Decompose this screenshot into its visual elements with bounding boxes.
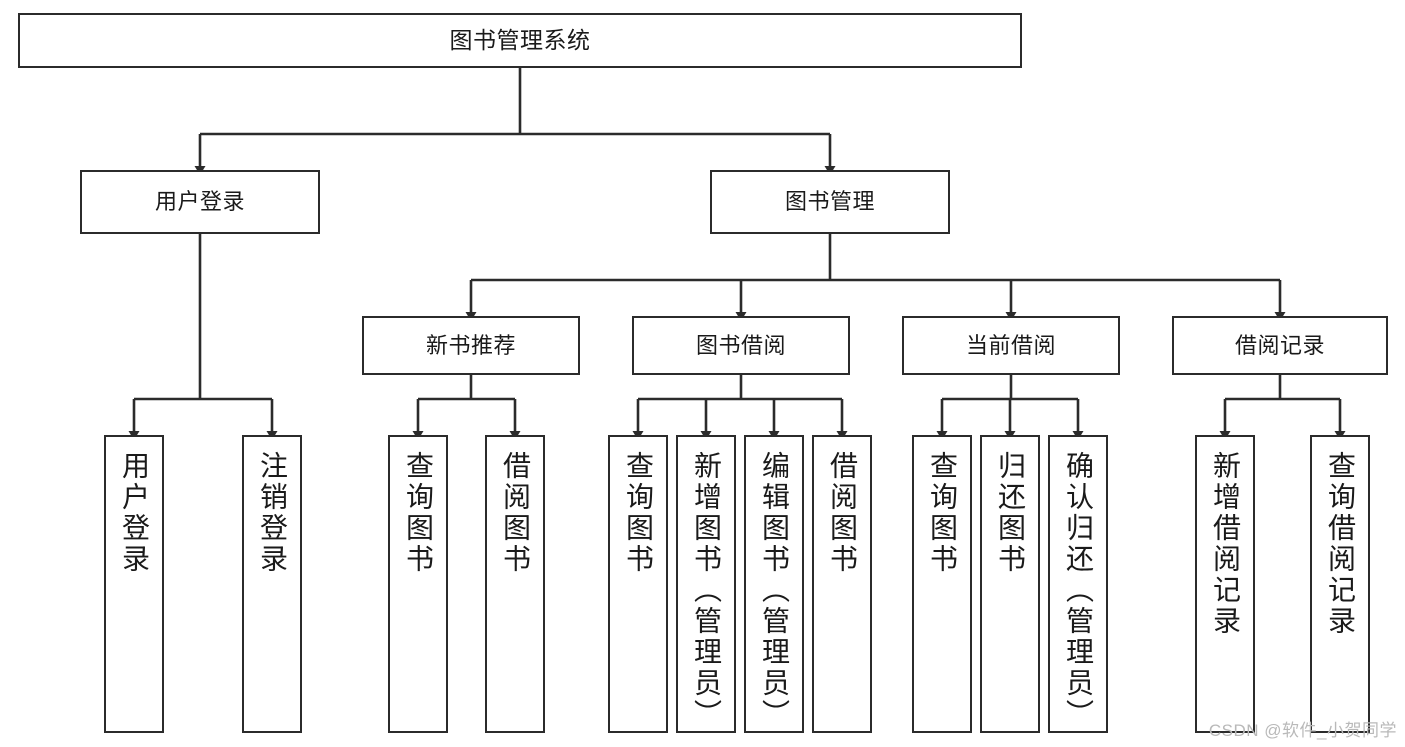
node-leaf-query-book-3-label: 查询图书 [927, 451, 958, 575]
node-leaf-user-login[interactable]: 用户登录 [104, 435, 164, 733]
node-leaf-add-book-admin-label: 新增图书（管理员） [691, 451, 722, 730]
node-user-login-label: 用户登录 [154, 189, 245, 215]
node-leaf-query-book-2[interactable]: 查询图书 [608, 435, 668, 733]
node-book-manage-label: 图书管理 [784, 189, 875, 215]
node-leaf-query-borrow-record[interactable]: 查询借阅记录 [1310, 435, 1370, 733]
node-leaf-confirm-return-admin[interactable]: 确认归还（管理员） [1048, 435, 1108, 733]
node-leaf-query-book-3[interactable]: 查询图书 [912, 435, 972, 733]
node-leaf-logout-login-label: 注销登录 [257, 451, 288, 575]
node-root-label: 图书管理系统 [449, 26, 591, 53]
node-leaf-logout-login[interactable]: 注销登录 [242, 435, 302, 733]
node-leaf-query-book-2-label: 查询图书 [623, 451, 654, 575]
node-leaf-user-login-label: 用户登录 [119, 451, 150, 575]
node-book-borrow-label: 图书借阅 [695, 332, 786, 358]
node-leaf-add-borrow-record-label: 新增借阅记录 [1210, 451, 1241, 637]
node-leaf-add-borrow-record[interactable]: 新增借阅记录 [1195, 435, 1255, 733]
node-leaf-return-book[interactable]: 归还图书 [980, 435, 1040, 733]
node-leaf-borrow-book-1-label: 借阅图书 [500, 451, 531, 575]
node-leaf-query-borrow-record-label: 查询借阅记录 [1325, 451, 1356, 637]
node-borrow-record-label: 借阅记录 [1234, 332, 1325, 358]
node-leaf-edit-book-admin-label: 编辑图书（管理员） [759, 451, 790, 730]
node-root[interactable]: 图书管理系统 [18, 13, 1022, 68]
node-leaf-query-book-1-label: 查询图书 [403, 451, 434, 575]
node-current-borrow-label: 当前借阅 [965, 332, 1056, 358]
node-leaf-borrow-book-2-label: 借阅图书 [827, 451, 858, 575]
node-book-manage[interactable]: 图书管理 [710, 170, 950, 234]
node-book-borrow[interactable]: 图书借阅 [632, 316, 850, 375]
node-borrow-record[interactable]: 借阅记录 [1172, 316, 1388, 375]
node-leaf-confirm-return-admin-label: 确认归还（管理员） [1063, 451, 1094, 730]
node-current-borrow[interactable]: 当前借阅 [902, 316, 1120, 375]
node-leaf-return-book-label: 归还图书 [995, 451, 1026, 575]
node-leaf-query-book-1[interactable]: 查询图书 [388, 435, 448, 733]
node-leaf-add-book-admin[interactable]: 新增图书（管理员） [676, 435, 736, 733]
node-new-book-recommend-label: 新书推荐 [425, 332, 516, 358]
node-leaf-edit-book-admin[interactable]: 编辑图书（管理员） [744, 435, 804, 733]
node-leaf-borrow-book-2[interactable]: 借阅图书 [812, 435, 872, 733]
node-leaf-borrow-book-1[interactable]: 借阅图书 [485, 435, 545, 733]
watermark-label: CSDN @软件_小贺同学 [1208, 721, 1397, 740]
node-user-login[interactable]: 用户登录 [80, 170, 320, 234]
node-new-book-recommend[interactable]: 新书推荐 [362, 316, 580, 375]
